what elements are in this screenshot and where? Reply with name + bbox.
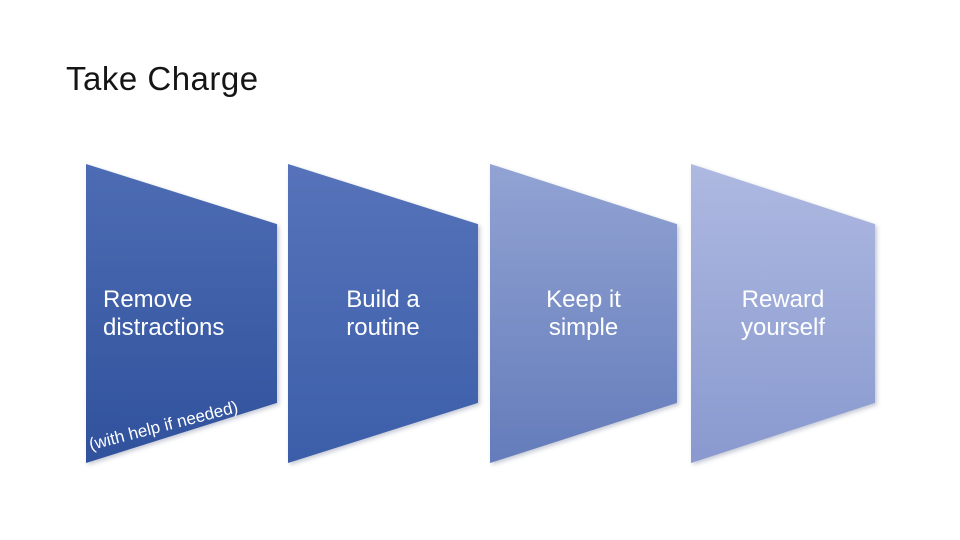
step-label: Remove distractions [103, 286, 225, 341]
step-label: Keep it simple [546, 286, 621, 341]
slide-title: Take Charge [66, 60, 259, 97]
process-step-remove-distractions: Remove distractions (with help if needed… [86, 164, 277, 463]
process-step-reward-yourself: Reward yourself [691, 164, 875, 463]
step-label: Build a routine [346, 286, 420, 341]
process-step-build-a-routine: Build a routine [288, 164, 478, 463]
process-step-keep-it-simple: Keep it simple [490, 164, 677, 463]
step-label: Reward yourself [740, 286, 826, 341]
